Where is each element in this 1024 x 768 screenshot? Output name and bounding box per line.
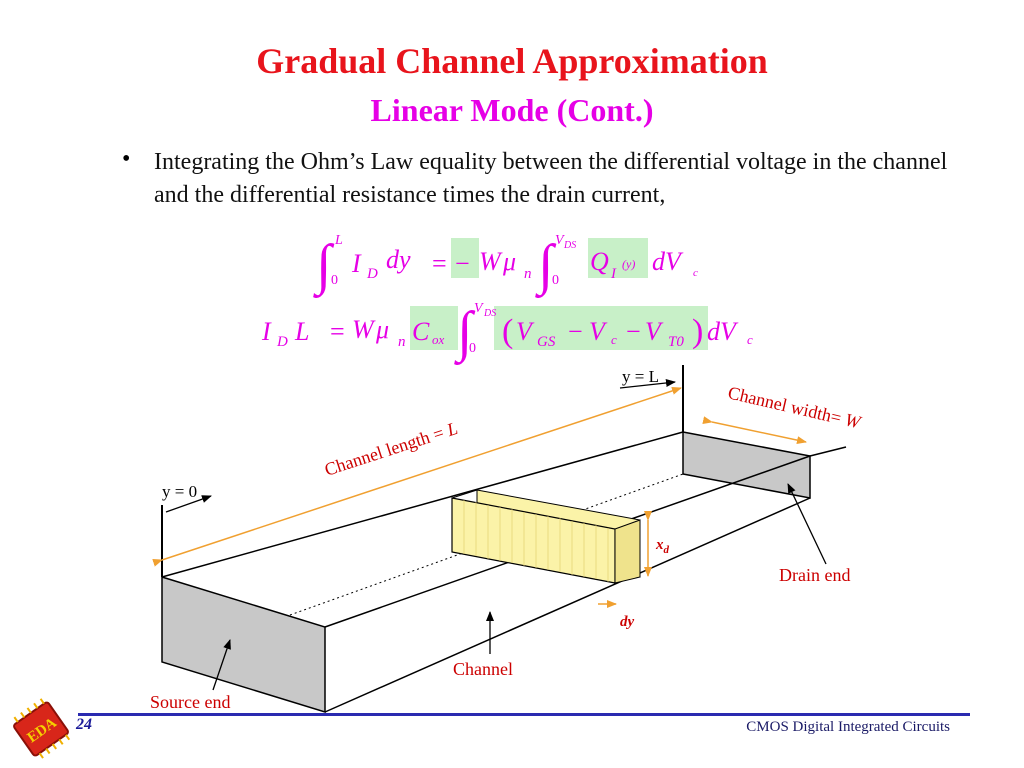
eq2-length: L <box>294 317 309 346</box>
eq1-int2-upper-v: V <box>555 233 565 248</box>
eq2-vgs-sub: GS <box>537 334 556 350</box>
eq2-minus-1: − <box>568 317 583 346</box>
label-y-equals-L: y = L <box>622 367 659 386</box>
channel-bottom-edge <box>324 497 811 713</box>
eq2-mobility: μ <box>375 315 389 344</box>
course-name: CMOS Digital Integrated Circuits <box>746 719 950 735</box>
eq1-dv: dV <box>652 247 684 276</box>
channel-width-arrow <box>702 416 807 445</box>
eq2-width: W <box>352 315 376 344</box>
eq2-vc-sub: c <box>611 332 617 347</box>
eq2-dv: dV <box>707 317 739 346</box>
eq1-int2-lower: 0 <box>552 273 559 288</box>
bullet-text: Integrating the Ohm’s Law equality betwe… <box>154 149 948 208</box>
eq1-integral-1: ∫ <box>313 234 335 299</box>
eq2-current-sub: D <box>276 334 288 350</box>
eq2-highlight-voltage <box>494 306 708 350</box>
drain-end-face <box>682 431 811 499</box>
drain-extension <box>809 446 847 457</box>
label-dy: dy <box>620 614 635 630</box>
eq1-equals: = <box>432 249 447 278</box>
eq1-mobility: μ <box>502 247 516 276</box>
label-depth: xd <box>655 537 670 556</box>
eq2-minus-2: − <box>626 317 641 346</box>
eq2-highlight-cox <box>410 306 458 350</box>
eq2-int-upper-v: V <box>474 301 484 316</box>
equation-1: ∫ L 0 I D dy = − W μ n ∫ V DS 0 Q I (y) … <box>313 233 698 299</box>
equation-2: I D L = W μ n C ox ∫ V DS 0 ( V GS − V c… <box>261 301 753 366</box>
eq2-lparen: ( <box>502 313 513 350</box>
slide-subtitle: Linear Mode (Cont.) <box>370 92 654 128</box>
eq1-dy: dy <box>386 245 411 274</box>
label-y-equals-0: y = 0 <box>162 482 197 501</box>
eq1-current-sub: D <box>366 266 378 282</box>
eq2-vt: V <box>645 317 664 346</box>
eq1-minus: − <box>455 249 470 278</box>
footer-rule <box>78 713 970 716</box>
eq2-vt-sub: T0 <box>668 334 684 350</box>
eq2-vgs: V <box>516 317 535 346</box>
eq1-highlight-minus <box>451 238 479 278</box>
eq1-current: I <box>351 249 362 278</box>
eq1-int1-upper: L <box>334 233 343 248</box>
label-channel-width: Channel width= W <box>726 382 864 432</box>
eq2-integral: ∫ <box>454 301 476 366</box>
slab-side-face <box>614 519 641 584</box>
yL-arrow <box>619 378 676 389</box>
eq1-integral-2: ∫ <box>535 234 557 299</box>
channel-length-arrow <box>152 387 682 567</box>
eq1-int1-lower: 0 <box>331 273 338 288</box>
slab-top-edge <box>451 489 478 499</box>
slide-title: Gradual Channel Approximation <box>256 41 768 81</box>
eq2-oxide-cap: C <box>412 317 430 346</box>
label-source-end: Source end <box>150 692 230 712</box>
label-channel: Channel <box>453 659 513 679</box>
eq1-mobility-sub: n <box>524 266 532 282</box>
eq1-charge: Q <box>590 247 609 276</box>
page-number: 24 <box>76 716 92 733</box>
eq2-mobility-sub: n <box>398 334 406 350</box>
y0-arrow <box>165 495 212 513</box>
eq1-dv-sub: c <box>693 267 698 279</box>
eq1-charge-sub: I <box>610 266 617 282</box>
eq1-int2-upper-sub: DS <box>563 240 576 251</box>
bullet-marker: • <box>122 146 131 172</box>
source-pointer <box>212 639 231 691</box>
eq2-vc: V <box>589 317 608 346</box>
label-drain-end: Drain end <box>779 565 850 585</box>
eda-logo-icon: EDA <box>13 698 71 759</box>
eq2-rparen: ) <box>692 313 703 350</box>
eq2-int-lower: 0 <box>469 341 476 356</box>
eq2-current: I <box>261 317 272 346</box>
drain-pointer <box>787 483 827 565</box>
eq2-dv-sub: c <box>747 332 753 347</box>
eq1-width: W <box>479 247 503 276</box>
channel-diagram: y = L y = 0 Channel length = L Channel w… <box>150 365 864 714</box>
eq2-oxide-cap-sub: ox <box>432 332 445 347</box>
eq2-equals: = <box>330 317 345 346</box>
eq2-int-upper-sub: DS <box>483 308 496 319</box>
label-channel-length: Channel length = L <box>322 418 460 480</box>
eq1-charge-arg: (y) <box>622 257 635 271</box>
eq1-highlight-charge <box>588 238 648 278</box>
